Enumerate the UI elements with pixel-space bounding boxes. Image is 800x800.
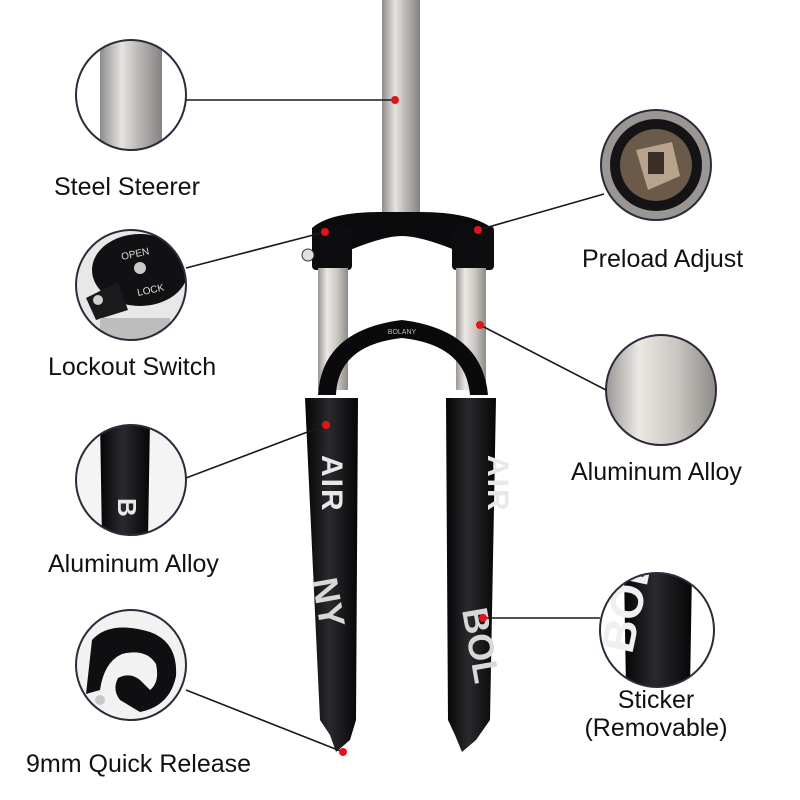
label-preload-adjust: Preload Adjust [582, 245, 744, 273]
label-steel-steerer: Steel Steerer [54, 173, 200, 201]
label-aluminum-alloy-left: Aluminum Alloy [48, 550, 219, 578]
marker-dots [321, 96, 487, 756]
svg-text:NY: NY [304, 574, 353, 630]
svg-text:AIR: AIR [315, 455, 348, 513]
zoom-preload-adjust [600, 109, 712, 221]
fork-crown [301, 212, 494, 270]
svg-text:BOLANY: BOLANY [388, 329, 417, 336]
label-sticker-line2: (Removable) [584, 714, 728, 742]
label-sticker: Sticker (Removable) [570, 686, 742, 742]
leader-lines [185, 99, 607, 753]
svg-text:B: B [112, 498, 142, 517]
svg-text:AIR: AIR [481, 455, 514, 513]
fork-arch: BOLANY [318, 320, 488, 395]
zoom-stanchion [605, 334, 717, 446]
label-aluminum-alloy-right: Aluminum Alloy [571, 458, 742, 486]
zoom-steel-steerer [75, 39, 187, 151]
zoom-lower-leg: B [75, 424, 187, 536]
label-lockout-switch: Lockout Switch [48, 353, 217, 381]
lower-leg-right: AIR BOL [446, 398, 514, 752]
zoom-dropout [75, 609, 187, 721]
label-quick-release: 9mm Quick Release [26, 750, 252, 778]
zoom-lockout-switch: OPEN LOCK [75, 229, 187, 341]
lower-leg-left: AIR NY [304, 398, 358, 752]
label-sticker-line1: Sticker [617, 686, 695, 714]
zoom-sticker: BOL [599, 572, 715, 688]
steerer-tube [382, 0, 420, 220]
